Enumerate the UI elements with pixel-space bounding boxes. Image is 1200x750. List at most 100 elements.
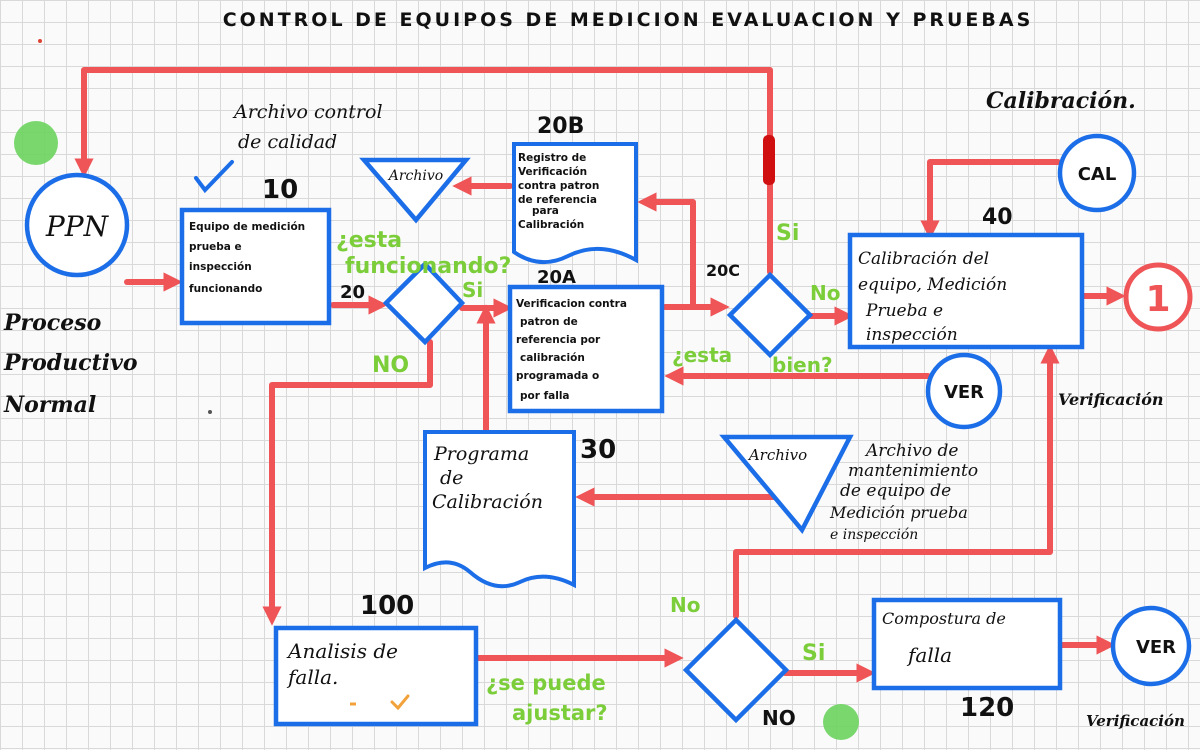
step120-box: [871, 597, 1063, 691]
adjust-decision-diamond: [682, 616, 790, 724]
step20A-line-4: calibración: [520, 352, 585, 364]
step20-number: 20: [340, 282, 365, 303]
archive-maintenance-triangle: [719, 434, 854, 535]
check-mark-icon: [390, 694, 410, 711]
calibration-label: Calibración.: [986, 88, 1136, 114]
step20B-line-6: Calibración: [518, 219, 584, 231]
step100-number: 100: [360, 591, 414, 621]
adjust-no: No: [670, 593, 700, 617]
step20C-no: No: [810, 281, 840, 305]
ppn-legend-line-1: Proceso: [3, 310, 101, 336]
archive-maintenance-note-1: Archivo de: [864, 441, 959, 461]
step20B-line-3: contra patron: [518, 180, 599, 192]
step20A-line-5: programada o: [516, 370, 599, 382]
step20B-number: 20B: [537, 114, 584, 139]
step40-line-2: equipo, Medición: [858, 275, 1007, 295]
step30-document: [423, 430, 576, 589]
step30-line-1: Programa: [433, 443, 529, 465]
ver-circle-bottom: [1110, 605, 1192, 687]
step10-line-2: prueba e: [189, 241, 242, 253]
step20C-yes: Si: [776, 221, 799, 246]
red-mark: [763, 135, 775, 185]
green-marker-dot: [14, 121, 58, 165]
step100-line-1: Analisis de: [286, 639, 398, 663]
step10-box: [179, 207, 332, 326]
step20-no: NO: [372, 353, 409, 378]
step20A-line-3: referencia por: [516, 334, 601, 346]
flow-20C-to-20B: [637, 192, 696, 310]
archive-quality-note-2: de calidad: [238, 131, 337, 153]
diagram-title: CONTROL DE EQUIPOS DE MEDICION EVALUACIO…: [223, 9, 1034, 31]
grey-mark: [208, 410, 212, 414]
step20-diamond: [382, 260, 466, 346]
step30-number: 30: [580, 435, 616, 465]
step40-line-1: Calibración del: [858, 249, 989, 269]
ver-circle-mid: [925, 352, 1003, 430]
step40-box: [847, 232, 1085, 350]
step20C-question-1: ¿esta: [672, 343, 732, 367]
step20-yes: Si: [462, 278, 483, 302]
archive-maintenance-note-4: Medición prueba: [829, 503, 968, 522]
step20B-line-1: Registro de: [518, 152, 586, 164]
archive-maintenance-label: Archivo: [747, 446, 807, 464]
step20-question-2: funcionando?: [345, 254, 511, 279]
adjust-yes: Si: [802, 641, 825, 666]
step120-line-2: falla: [906, 643, 952, 667]
flow-cal-to-40: [920, 159, 1061, 240]
connector-1-label: 1: [1145, 279, 1170, 320]
step10-line-3: inspección: [189, 261, 252, 273]
step20-question-1: ¿esta: [336, 228, 402, 253]
step20A-line-6: por falla: [520, 390, 570, 402]
adjust-question-2: ajustar?: [512, 701, 608, 725]
archive-quality-triangle: [359, 157, 471, 224]
step100-line-2: falla.: [286, 665, 338, 689]
archive-quality-note-1: Archivo control: [232, 101, 383, 123]
verification-side-label: Verificación: [1058, 390, 1164, 409]
ver-circle-mid-label: VER: [944, 382, 984, 403]
step40-line-4: inspección: [866, 325, 958, 345]
archive-maintenance-note-2: mantenimiento: [848, 461, 978, 481]
red-mark: [38, 39, 42, 43]
step120-number: 120: [960, 693, 1014, 723]
archive-maintenance-note-5: e inspección: [830, 527, 918, 543]
adjust-question-1: ¿se puede: [486, 671, 606, 695]
step40-number: 40: [982, 205, 1013, 230]
step20B-document: [512, 142, 638, 264]
archive-maintenance-note-3: de equipo de: [840, 481, 951, 501]
flow-decision-to-40: [733, 344, 1060, 619]
ppn-circle: [24, 172, 130, 278]
step120-line-1: Compostura de: [882, 609, 1006, 628]
step10-number: 10: [262, 175, 298, 205]
step20C-question-2: bien?: [772, 353, 833, 377]
ppn-legend-line-3: Normal: [3, 392, 96, 418]
step20A-box: [507, 284, 665, 414]
step10-line-4: funcionando: [189, 283, 262, 295]
ppn-legend-line-2: Productivo: [3, 350, 138, 376]
check-mark-icon: [194, 160, 234, 194]
step40-line-3: Prueba e: [865, 301, 943, 321]
cal-circle-label: CAL: [1078, 164, 1117, 185]
green-marker-dot: [823, 704, 859, 740]
step100-box: [273, 625, 479, 727]
connector-1-circle: [1123, 262, 1193, 332]
step20A-line-1: Verificacion contra: [516, 298, 627, 310]
step20A-number: 20A: [537, 267, 576, 288]
ver-circle-bottom-label: VER: [1136, 637, 1176, 658]
step20A-line-2: patron de: [520, 316, 578, 328]
step20C-diamond: [726, 271, 814, 359]
step20C-number: 20C: [706, 261, 740, 280]
step20B-line-4: de referencia: [518, 194, 597, 206]
flow-20-to-100: [262, 339, 433, 626]
verification-bottom-label: Verificación: [1086, 712, 1185, 730]
step20B-line-5: para: [532, 205, 559, 217]
cal-circle: [1057, 133, 1137, 213]
ppn-label: PPN: [45, 210, 110, 243]
step30-line-3: Calibración: [432, 491, 543, 513]
adjust-bottom-no: NO: [762, 706, 796, 730]
step10-line-1: Equipo de medición: [189, 221, 305, 233]
archive-quality-label: Archivo: [387, 168, 443, 184]
step30-line-2: de: [440, 467, 463, 489]
step20B-line-2: Verificación: [518, 166, 587, 178]
